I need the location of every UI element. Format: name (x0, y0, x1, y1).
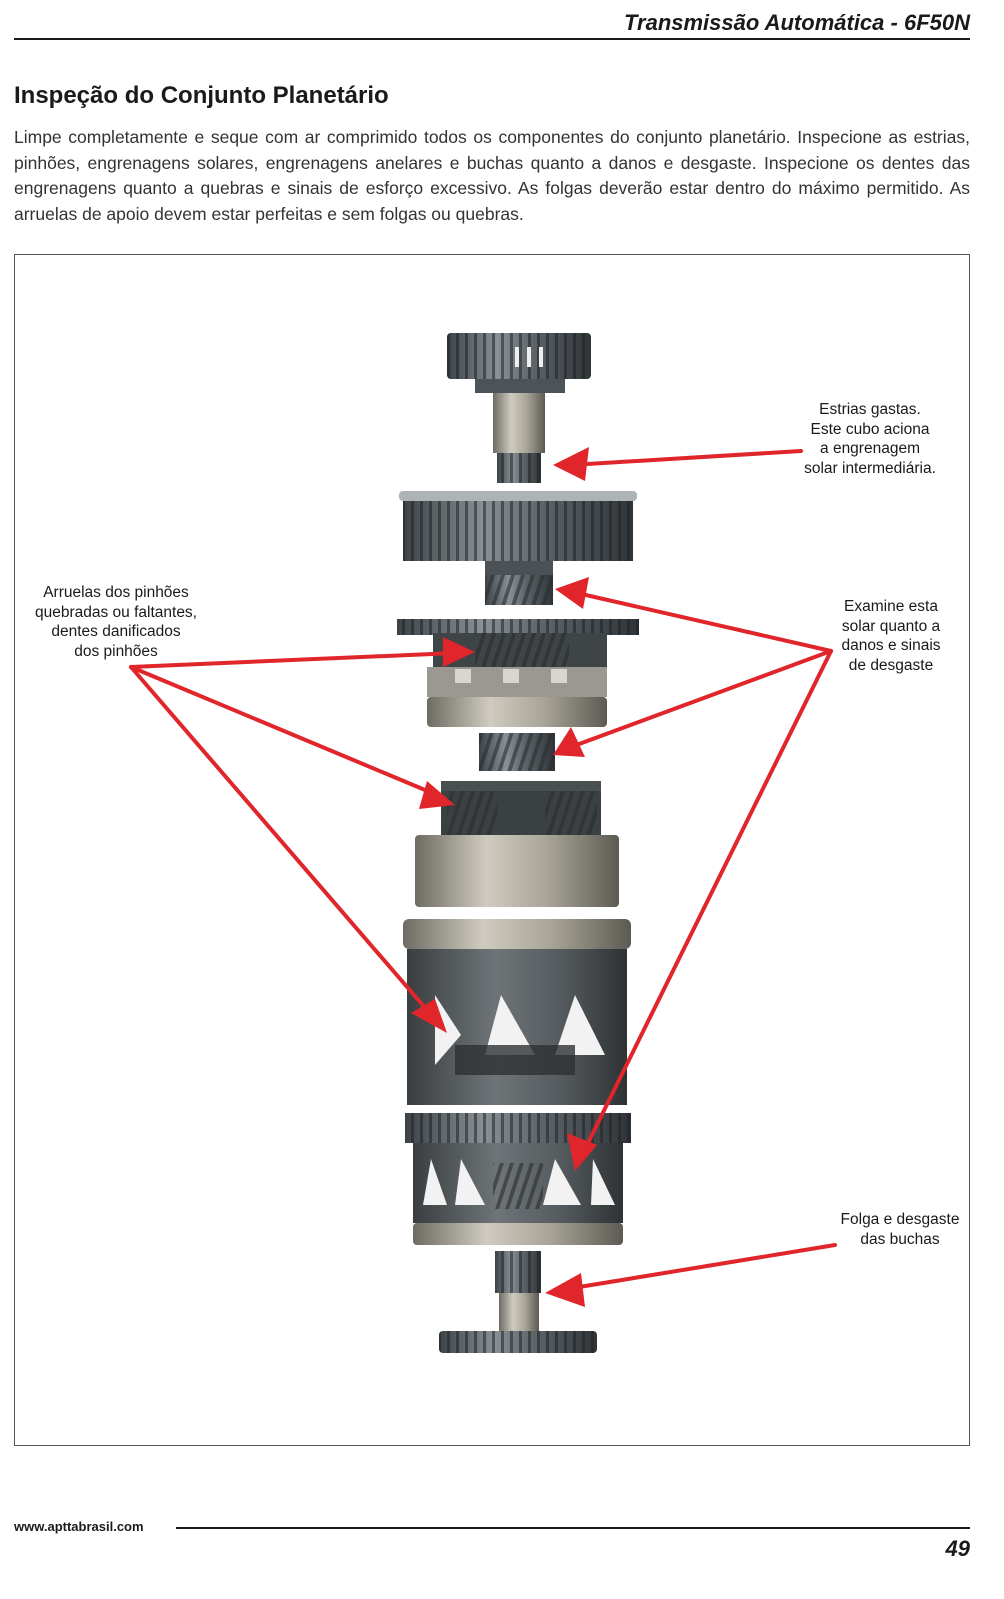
footer-divider (176, 1527, 970, 1529)
planetary-exploded-illustration (129, 333, 837, 1353)
callout-examine: Examine esta solar quanto a danos e sina… (841, 598, 941, 674)
arrowhead-examine-2 (553, 727, 585, 757)
arrowhead-estrias (553, 447, 589, 481)
callout-arrows (129, 447, 837, 1307)
arrowhead-examine-3 (567, 1133, 597, 1171)
arrowhead-arruelas-2 (419, 781, 455, 809)
arrowhead-examine-1 (555, 577, 589, 609)
planet-carrier-lower (415, 781, 619, 907)
middle-sun-gear (479, 733, 555, 771)
intro-paragraph: Limpe completamente e seque com ar compr… (14, 127, 970, 224)
arrowhead-arruelas-1 (443, 637, 475, 667)
section-title: Inspeção do Conjunto Planetário (14, 82, 389, 109)
cage-drum-lower (405, 1113, 631, 1245)
planet-carrier-upper (397, 619, 639, 727)
callout-folga: Folga e desgaste das buchas (840, 1211, 960, 1248)
arrow-folga (565, 1243, 837, 1291)
arrow-examine-3 (581, 649, 833, 1155)
arrow-examine-1 (575, 591, 833, 653)
arrow-arruelas-2 (129, 665, 439, 797)
document-header-title: Transmissão Automática - 6F50N (623, 10, 970, 35)
arrow-examine-2 (569, 649, 833, 749)
callout-arruelas: Arruelas dos pinhões quebradas ou faltan… (34, 584, 197, 660)
header-divider (14, 38, 970, 40)
planetary-assembly-figure: Estrias gastas. Este cubo aciona a engre… (14, 254, 970, 1446)
page-number: 49 (945, 1536, 970, 1561)
top-drum-hub (447, 333, 591, 483)
output-shaft (439, 1251, 597, 1353)
callout-estrias: Estrias gastas. Este cubo aciona a engre… (804, 401, 936, 477)
arrowhead-arruelas-3 (411, 999, 447, 1033)
arrowhead-folga (545, 1273, 585, 1307)
footer-url: www.apttabrasil.com (14, 1519, 144, 1534)
ring-gear-sun (399, 491, 637, 605)
arrow-estrias (569, 449, 803, 467)
arrow-arruelas-3 (129, 665, 435, 1019)
arrow-arruelas-1 (129, 651, 457, 669)
